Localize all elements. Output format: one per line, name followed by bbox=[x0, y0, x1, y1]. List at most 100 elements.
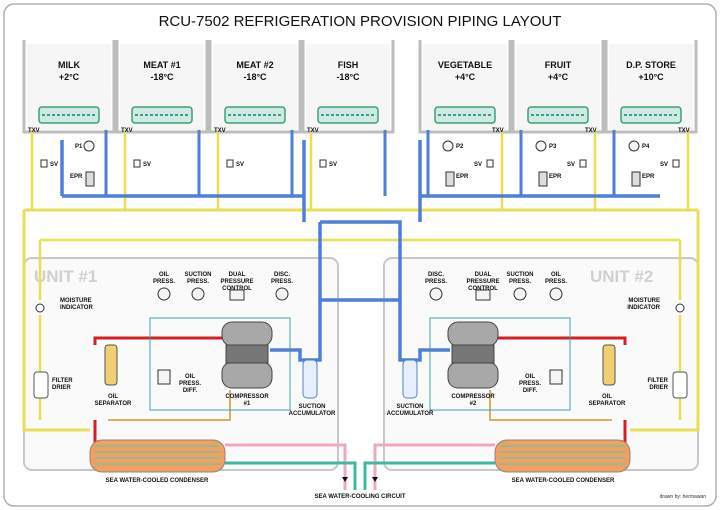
room-wall bbox=[115, 40, 209, 134]
disc-press-label: PRESS. bbox=[425, 279, 447, 285]
oil-diff-label: PRESS. bbox=[179, 381, 201, 387]
oil-separator-1 bbox=[104, 344, 118, 386]
disc-press-label: DISC. bbox=[428, 272, 444, 278]
disc-press-label: DISC. bbox=[274, 272, 290, 278]
room-temp: -18°C bbox=[150, 72, 174, 82]
room-temp: +4°C bbox=[548, 72, 569, 82]
oil-diff-label: OIL bbox=[525, 374, 535, 380]
accumulator-2-label: SUCTION bbox=[397, 404, 424, 410]
condenser-1 bbox=[89, 439, 226, 473]
moisture-label: INDICATOR bbox=[627, 305, 660, 311]
room-name: FRUIT bbox=[545, 60, 572, 70]
accumulator-2-label: ACCUMULATOR bbox=[387, 411, 434, 417]
sv-label: SV bbox=[567, 162, 575, 168]
condenser-1-label: SEA WATER-COOLED CONDENSER bbox=[106, 478, 209, 484]
room-temp: +2°C bbox=[59, 72, 80, 82]
moisture-label: INDICATOR bbox=[60, 305, 93, 311]
oil-press-label: PRESS. bbox=[545, 279, 567, 285]
room-wall bbox=[22, 40, 116, 134]
moisture-label: MOISTURE bbox=[628, 298, 660, 304]
suction-press-gauge-icon bbox=[513, 287, 527, 301]
oil-diff-label: PRESS. bbox=[519, 381, 541, 387]
epr-label: EPR bbox=[456, 174, 469, 180]
condenser-2-label: SEA WATER-COOLED CONDENSER bbox=[512, 478, 615, 484]
room-temp: -18°C bbox=[336, 72, 360, 82]
dual-pressure-control-icon bbox=[229, 289, 245, 301]
pressure-gauge-label: P2 bbox=[456, 144, 464, 150]
filter-label: DRIER bbox=[649, 385, 668, 391]
compressor-2-label: #2 bbox=[470, 401, 477, 407]
oil-line bbox=[108, 390, 612, 421]
room-wall bbox=[301, 40, 395, 134]
sv-label: SV bbox=[660, 162, 668, 168]
suction-press-label: SUCTION bbox=[185, 272, 212, 278]
moisture-label: MOISTURE bbox=[60, 298, 92, 304]
gauges-unit-1 bbox=[157, 287, 289, 301]
epr-label: EPR bbox=[70, 174, 83, 180]
suction-press-label: SUCTION bbox=[507, 272, 534, 278]
condenser-2 bbox=[494, 439, 631, 473]
epr-label: EPR bbox=[549, 174, 562, 180]
epr-valve-icon bbox=[85, 171, 95, 187]
oil-separator-label: SEPARATOR bbox=[589, 401, 626, 407]
compressor-2-label: COMPRESSOR bbox=[451, 394, 495, 400]
filter-label: DRIER bbox=[52, 385, 71, 391]
diagram-title: RCU-7502 REFRIGERATION PROVISION PIPING … bbox=[159, 13, 562, 30]
room-name: MEAT #2 bbox=[236, 60, 273, 70]
txv-label: TXV bbox=[214, 128, 226, 134]
accumulator-1-label: SUCTION bbox=[299, 404, 326, 410]
txv-label: TXV bbox=[121, 128, 133, 134]
dual-pressure-label: CONTROL bbox=[222, 286, 252, 292]
compressor-1 bbox=[221, 321, 273, 389]
pressure-gauge-label: P3 bbox=[549, 144, 557, 150]
disc-press-gauge-icon bbox=[429, 287, 443, 301]
suction-accumulator-1 bbox=[302, 359, 318, 399]
sv-label: SV bbox=[329, 162, 337, 168]
room-temp: +10°C bbox=[638, 72, 664, 82]
oil-press-gauge-icon bbox=[549, 287, 563, 301]
pressure-gauge-icon bbox=[442, 140, 454, 152]
solenoid-valve-icon bbox=[40, 159, 48, 168]
sv-label: SV bbox=[50, 162, 58, 168]
compressor-1-label: #1 bbox=[244, 401, 251, 407]
oil-press-diff-2 bbox=[549, 369, 563, 385]
dual-pressure-label: PRESSURE bbox=[466, 279, 499, 285]
room-name: D.P. STORE bbox=[626, 60, 676, 70]
moisture-indicator-1 bbox=[35, 303, 45, 313]
filter-label: FILTER bbox=[647, 378, 668, 384]
dual-pressure-label: DUAL bbox=[475, 272, 492, 278]
room-wall bbox=[511, 40, 605, 134]
solenoid-valve-icon bbox=[579, 159, 587, 168]
pressure-gauge-label: P4 bbox=[642, 144, 650, 150]
solenoid-valve-icon bbox=[486, 159, 494, 168]
unit-2-label: UNIT #2 bbox=[590, 267, 653, 286]
room-name: MILK bbox=[58, 60, 80, 70]
disc-press-label: PRESS. bbox=[271, 279, 293, 285]
filter-drier-1 bbox=[33, 371, 49, 399]
oil-separator-2 bbox=[602, 344, 616, 386]
filter-drier-2 bbox=[672, 371, 688, 399]
oil-diff-label: OIL bbox=[185, 374, 195, 380]
txv-label: TXV bbox=[678, 128, 690, 134]
suction-press-gauge-icon bbox=[191, 287, 205, 301]
liquid-line bbox=[22, 208, 700, 432]
oil-press-label: PRESS. bbox=[153, 279, 175, 285]
epr-valve-icon bbox=[445, 171, 455, 187]
oil-diff-label: DIFF. bbox=[183, 388, 198, 394]
dual-pressure-label: CONTROL bbox=[468, 286, 498, 292]
room-wall bbox=[604, 40, 698, 134]
oil-press-label: OIL bbox=[159, 272, 169, 278]
txv-label: TXV bbox=[492, 128, 504, 134]
sea-water-circuit bbox=[225, 443, 495, 490]
room-temp: -18°C bbox=[243, 72, 267, 82]
epr-valve-icon bbox=[538, 171, 548, 187]
unit-1-label: UNIT #1 bbox=[34, 267, 97, 286]
credit-label: drawn by: hermawan bbox=[660, 494, 707, 500]
oil-diff-label: DIFF. bbox=[523, 388, 538, 394]
control-lines bbox=[149, 317, 571, 411]
pressure-gauge-icon bbox=[83, 140, 95, 152]
txv-label: TXV bbox=[307, 128, 319, 134]
dual-pressure-control-icon bbox=[475, 289, 491, 301]
